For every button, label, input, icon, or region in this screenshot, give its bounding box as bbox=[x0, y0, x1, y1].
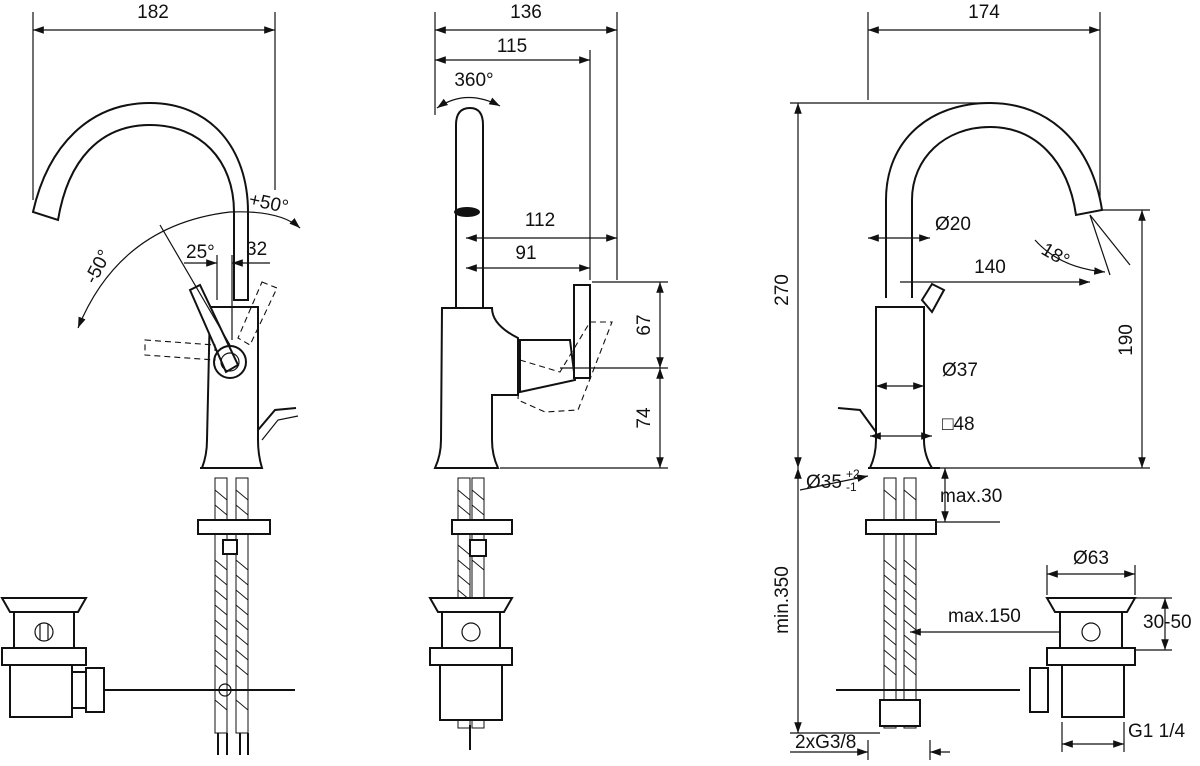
waste-thread-label: G1 1/4 bbox=[1128, 721, 1185, 742]
right-body bbox=[868, 306, 934, 469]
hole-tol-plus: +2 bbox=[846, 467, 860, 481]
rotation-minus-label: -50° bbox=[81, 247, 116, 288]
dim-136-label: 136 bbox=[510, 2, 542, 23]
angle-25-label: 25° bbox=[186, 242, 215, 263]
side-body bbox=[433, 307, 519, 469]
height-270-label: 270 bbox=[772, 274, 793, 306]
hole-diameter-label: Ø35 bbox=[806, 472, 842, 493]
reach-112-label: 112 bbox=[525, 210, 555, 231]
waste-diameter-label: Ø63 bbox=[1073, 548, 1109, 569]
spout-reach-label: 140 bbox=[974, 257, 1006, 278]
body-diameter-label: Ø37 bbox=[942, 360, 978, 381]
rotation-plus-label: +50° bbox=[247, 189, 290, 218]
swivel-label: 360° bbox=[454, 70, 493, 91]
offset-32-label: 32 bbox=[246, 239, 267, 260]
reach-91-label: 91 bbox=[515, 243, 536, 264]
height-74-label: 74 bbox=[634, 407, 655, 429]
base-square-label: □48 bbox=[942, 414, 975, 435]
hole-tol-minus: -1 bbox=[846, 480, 857, 494]
outlet-height-label: 190 bbox=[1116, 324, 1137, 356]
popup-lever bbox=[257, 407, 297, 431]
dim-115-label: 115 bbox=[497, 36, 527, 57]
rod-max-label: max.150 bbox=[948, 606, 1021, 627]
spout-diameter-label: Ø20 bbox=[935, 214, 971, 235]
side-lever bbox=[573, 284, 591, 379]
mounting-plate bbox=[197, 519, 271, 535]
height-67-label: 67 bbox=[634, 314, 655, 335]
side-handle-base bbox=[519, 339, 577, 394]
waste-cap bbox=[0, 597, 88, 613]
side-view: 136 115 360° 112 91 67 74 bbox=[428, 2, 668, 750]
supply-hose-right bbox=[235, 477, 249, 734]
right-view: 174 270 Ø20 140 18° 190 Ø37 □48 bbox=[772, 2, 1192, 760]
dim-182-label: 182 bbox=[137, 2, 169, 23]
spout-angle-label: 18° bbox=[1038, 239, 1073, 272]
dim-174-label: 174 bbox=[968, 2, 1000, 23]
lever-pivot bbox=[213, 345, 247, 379]
waste-range-label: 30-50 bbox=[1143, 612, 1192, 633]
rotation-arc bbox=[77, 211, 301, 329]
min-length-label: min.350 bbox=[772, 566, 793, 634]
connection-label: 2xG3/8 bbox=[795, 732, 856, 753]
deck-max-label: max.30 bbox=[940, 486, 1002, 507]
spout bbox=[31, 101, 249, 301]
front-view: 182 +50° -50° 25° 32 bbox=[0, 2, 301, 755]
